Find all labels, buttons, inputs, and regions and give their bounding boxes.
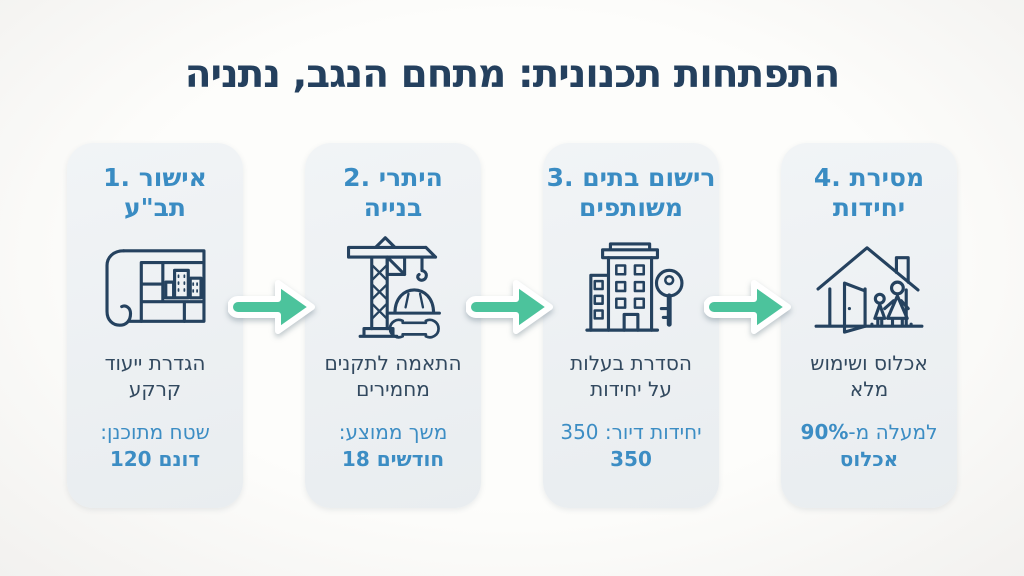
step-3-stat-value: 350 [610,447,652,471]
step-1-stat-label: שטח מתוכנן: [100,420,210,444]
step-4-header-line2: יחידות [832,192,906,222]
arrow-gap-3 [704,143,791,508]
house-family-icon [810,225,928,351]
step-1-description: הגדרת ייעוד קרקע [104,351,206,401]
arrow-gap-1 [228,143,315,508]
step-4-header-line1: 4. מסירת [813,163,925,192]
flow-arrow-icon-3 [704,280,791,334]
flow-arrow-icon-2 [466,280,553,334]
step-4-stat-value: אכלוס [839,447,899,471]
step-3-stat: יחידות דיור: 350 350 [560,419,701,473]
step-card-4: 4. מסירת יחידות א [781,143,957,508]
step-4-stat-label: למעלה מ-90% [800,420,938,444]
step-1-header: 1. אישור תב"ע [103,163,207,225]
step-card-2: 2. היתרי בנייה התאמה לתקנים מחמ [305,143,481,508]
flow-arrow-icon-1 [228,280,315,334]
blueprint-plan-icon [98,225,212,351]
building-key-icon [575,225,688,351]
step-2-stat-label: משך ממוצע: [338,420,448,444]
step-2-stat: משך ממוצע: 18 חודשים [339,419,448,473]
step-4-description: אכלוס ושימוש מלא [810,351,928,401]
construction-crane-icon [335,225,451,351]
step-2-header-line1: 2. היתרי [343,163,443,192]
step-1-header-line1: 1. אישור [103,163,207,192]
step-1-header-line2: תב"ע [123,192,186,222]
step-3-header-line2: משותפים [579,192,683,222]
step-2-header: 2. היתרי בנייה [343,163,443,225]
step-4-header: 4. מסירת יחידות [814,163,924,225]
step-2-stat-value: 18 חודשים [341,447,445,471]
step-1-stat: שטח מתוכנן: 120 דונם [100,419,210,473]
step-1-stat-value: 120 דונם [109,447,201,471]
step-3-description: הסדרת בעלות על יחידות [570,351,692,401]
page-title: התפתחות תכנונית: מתחם הנגב, נתניה [184,52,841,97]
step-3-stat-label: יחידות דיור: 350 [560,420,702,444]
arrow-gap-2 [466,143,553,508]
step-card-1: 1. אישור תב"ע הגדרת ייעוד קרקע [67,143,243,508]
step-3-header-line1: 3. רישום בתים [546,163,716,192]
process-steps-row: 1. אישור תב"ע הגדרת ייעוד קרקע [0,143,1024,508]
step-card-3: 3. רישום בתים משותפים [543,143,719,508]
infographic-canvas: התפתחות תכנונית: מתחם הנגב, נתניה 1. איש… [0,52,1024,508]
step-4-stat: למעלה מ-90% אכלוס [801,419,938,473]
step-3-header: 3. רישום בתים משותפים [547,163,716,225]
step-2-description: התאמה לתקנים מחמירים [324,351,462,401]
step-2-header-line2: בנייה [363,192,423,222]
